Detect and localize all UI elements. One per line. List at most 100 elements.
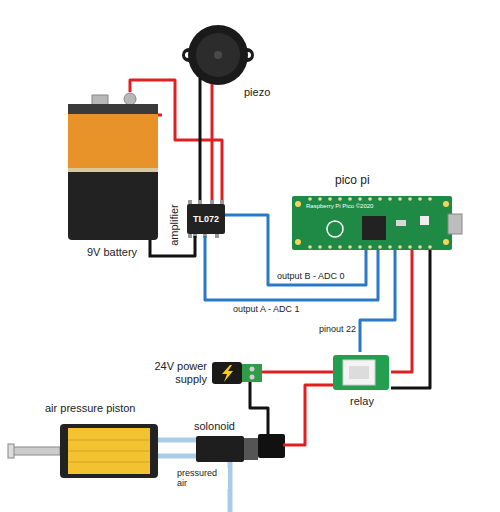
air-piston: air pressure piston (5, 400, 162, 482)
component-label: air pressure piston (45, 402, 136, 415)
pico-board-part (362, 216, 386, 240)
battery-symbol-part (92, 95, 108, 105)
piezo-buzzer-part (199, 78, 202, 98)
pico-board-part (295, 201, 301, 207)
wire (162, 250, 195, 256)
chip-pins (188, 200, 230, 250)
battery-symbol-part (150, 240, 162, 256)
battery-symbol (68, 93, 162, 256)
piezo-buzzer (182, 25, 254, 98)
pico-board (292, 196, 462, 250)
piezo-buzzer-part (211, 84, 214, 98)
piezo-buzzer-part (214, 51, 222, 59)
piezo-buzzer-part (188, 25, 248, 85)
power-jack-part (212, 362, 242, 384)
power-jack-part (242, 364, 262, 382)
pico-board-part-part (338, 245, 342, 249)
piston-part (68, 462, 150, 463)
power-jack-part (222, 365, 233, 382)
pico-board-part (443, 201, 449, 207)
solenoid-valve-part (228, 460, 233, 512)
battery-symbol-part (68, 168, 158, 172)
pico-board-part-part (358, 245, 362, 249)
piston-part (60, 424, 158, 478)
pico-board-part-part (368, 245, 372, 249)
pico-board: pico pi Raspberry Pi Pico ©2020 (290, 172, 455, 250)
pico-board-part-part (408, 197, 412, 201)
component-label: 9V battery (62, 246, 162, 259)
piston-part (68, 451, 150, 452)
wire (162, 454, 190, 459)
solenoid-valve-part (190, 454, 197, 459)
wire (130, 80, 222, 200)
pico-board-part-part (328, 245, 332, 249)
pico-board-part-part (378, 197, 382, 201)
battery-symbol-part (158, 114, 162, 117)
pico-board-part-part (308, 197, 312, 201)
pico-board-part-part (418, 197, 422, 201)
signal-label: pinout 22 (298, 324, 357, 334)
component-label: relay (333, 395, 391, 408)
amplifier-chip: amplifier TL072 (165, 200, 230, 250)
piston (8, 424, 162, 478)
wire (199, 98, 202, 200)
piezo-buzzer: piezo (182, 22, 278, 98)
pico-board-part (448, 214, 462, 234)
pico-board-part-part (408, 245, 412, 249)
wire (205, 250, 378, 300)
piston-part (158, 454, 162, 459)
power-jack (212, 362, 265, 392)
pico-board-part (327, 221, 343, 237)
chip-pins-part (188, 234, 192, 238)
component-text: Raspberry Pi Pico ©2020 (306, 203, 373, 210)
battery-symbol-part (68, 104, 158, 170)
component-text: TL072 (187, 204, 225, 234)
wire (162, 438, 190, 443)
pico-board-part (420, 216, 429, 225)
chip-pins-part (194, 236, 197, 250)
wire (250, 392, 268, 418)
pico-board-part-part (428, 197, 432, 201)
battery-symbol-part (124, 93, 136, 105)
battery: 9V battery (62, 92, 162, 264)
solenoid-valve-part (196, 436, 244, 462)
pico-board-part (396, 220, 406, 226)
piezo-buzzer-part (196, 33, 240, 77)
component-label: amplifier (168, 204, 181, 246)
power-jack-part (250, 375, 255, 380)
wire (230, 215, 366, 285)
pico-board-part-part (368, 197, 372, 201)
pico-board-part-part (428, 245, 432, 249)
solenoid-valve-part (190, 438, 197, 443)
component-label: solonoid (194, 420, 235, 433)
relay-board-part (333, 355, 389, 390)
wire (211, 98, 214, 200)
battery-symbol-part (68, 104, 158, 240)
piston-part (8, 444, 14, 458)
solenoid-valve-part (267, 418, 270, 436)
component-label: 24V power supply (135, 360, 207, 385)
power-jack-part (249, 382, 252, 392)
pico-board-part-part (318, 245, 322, 249)
pico-board-part (292, 196, 452, 250)
solenoid-valve-part (258, 434, 285, 458)
pico-board-part-part (358, 197, 362, 201)
component-label: pico pi (335, 174, 370, 188)
pico-board-part-part (348, 197, 352, 201)
power-jack-part (262, 371, 265, 374)
pico-board-part-part (378, 245, 382, 249)
pico-board-part-part (318, 197, 322, 201)
piston-part (158, 438, 162, 443)
pico-board-part-part (328, 197, 332, 201)
relay-board-part (343, 360, 375, 385)
pico-board-part-part (388, 197, 392, 201)
relay-board (333, 355, 389, 390)
pico-board-part-part (418, 245, 422, 249)
solenoid-valve (190, 418, 288, 512)
wire (391, 250, 412, 372)
battery-symbol-part (68, 104, 158, 114)
